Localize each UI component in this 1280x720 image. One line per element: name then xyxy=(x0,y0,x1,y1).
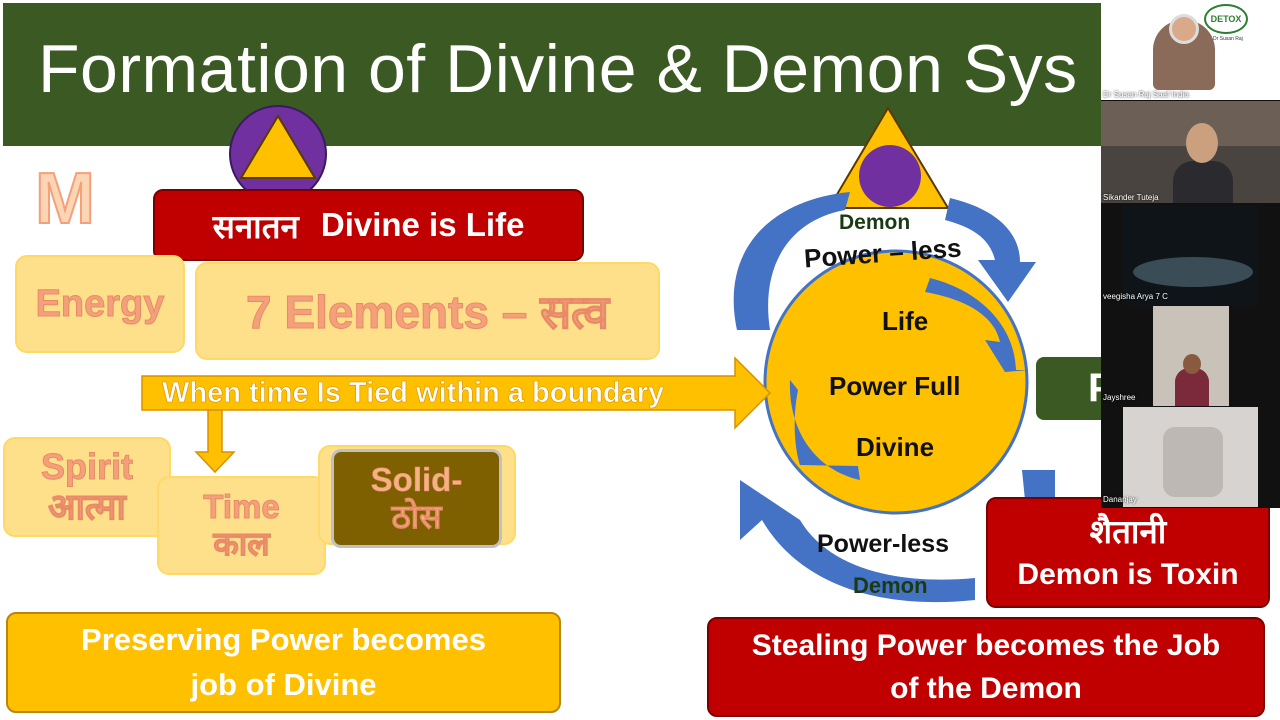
time-label: Time xyxy=(203,489,279,525)
participant-5-name: Dananjay xyxy=(1103,495,1137,507)
shaitani-demon-box: शैतानी Demon is Toxin xyxy=(986,497,1270,608)
participant-3-video xyxy=(1133,257,1253,287)
shaitani-hindi: शैतानी xyxy=(1090,510,1167,555)
cycle-life: Life xyxy=(882,306,928,337)
demon-is-toxin: Demon is Toxin xyxy=(1017,555,1238,596)
preserving-line2: job of Divine xyxy=(191,663,377,708)
stealing-line1: Stealing Power becomes the Job xyxy=(752,624,1220,668)
cycle-top-demon: Demon xyxy=(839,211,910,235)
participant-tile-2[interactable]: Sikander Tuteja xyxy=(1101,101,1280,203)
cycle-power-full: Power Full xyxy=(829,371,960,402)
participant-5-video xyxy=(1163,427,1223,497)
participant-2-name: Sikander Tuteja xyxy=(1103,193,1159,202)
blue-arrow-bottom-right xyxy=(1022,470,1055,500)
letter-m: M xyxy=(35,158,95,240)
participant-tile-3[interactable] xyxy=(1123,205,1258,305)
time-boundary-text: When time Is Tied within a boundary xyxy=(162,377,664,410)
sanatan-divine-box: सनातन Divine is Life xyxy=(153,189,584,261)
divine-is-life: Divine is Life xyxy=(321,206,525,244)
preserving-line1: Preserving Power becomes xyxy=(81,618,486,663)
participant-4-face xyxy=(1183,354,1201,374)
participant-2-face xyxy=(1186,123,1218,163)
time-box: Time काल xyxy=(157,476,326,575)
spirit-box: Spirit आत्मा xyxy=(3,437,171,537)
participant-tile-5[interactable] xyxy=(1123,407,1258,507)
stealing-line2: of the Demon xyxy=(890,667,1082,711)
cycle-divine: Divine xyxy=(856,432,934,463)
solid-label: Solid- xyxy=(371,462,463,498)
participant-video-panel: DETOX Dr Susan Raj Dr Susan Raj Saaf Ind… xyxy=(1101,0,1280,508)
stealing-power-box: Stealing Power becomes the Job of the De… xyxy=(707,617,1265,717)
spirit-hindi-label: आत्मा xyxy=(48,487,126,527)
detox-logo-subtext: Dr Susan Raj xyxy=(1213,36,1243,42)
participant-2-body xyxy=(1173,161,1233,203)
participant-1-face xyxy=(1169,14,1199,44)
spirit-label: Spirit xyxy=(41,447,133,487)
seven-elements-label: 7 Elements – सत्व xyxy=(246,280,609,342)
solid-box: Solid- ठोस xyxy=(331,449,502,548)
cycle-bottom-powerless: Power-less xyxy=(817,530,949,559)
sanatan-hindi: सनातन xyxy=(213,203,299,248)
yellow-arrow-down xyxy=(196,410,234,472)
time-hindi-label: काल xyxy=(213,526,269,562)
preserving-power-box: Preserving Power becomes job of Divine xyxy=(6,612,561,713)
solid-hindi-label: ठोस xyxy=(391,499,441,535)
purple-circle-top xyxy=(859,145,921,207)
participant-tile-4[interactable] xyxy=(1153,306,1229,406)
participant-tile-1[interactable]: DETOX Dr Susan Raj Dr Susan Raj Saaf Ind… xyxy=(1101,0,1280,100)
seven-elements-box: 7 Elements – सत्व xyxy=(195,262,660,360)
cycle-bottom-demon: Demon xyxy=(853,573,928,599)
energy-box: Energy xyxy=(15,255,185,353)
energy-label: Energy xyxy=(36,283,165,326)
detox-logo-text: DETOX xyxy=(1211,14,1242,24)
participant-1-name: Dr Susan Raj Saaf India xyxy=(1103,90,1189,99)
detox-logo: DETOX xyxy=(1204,4,1248,34)
